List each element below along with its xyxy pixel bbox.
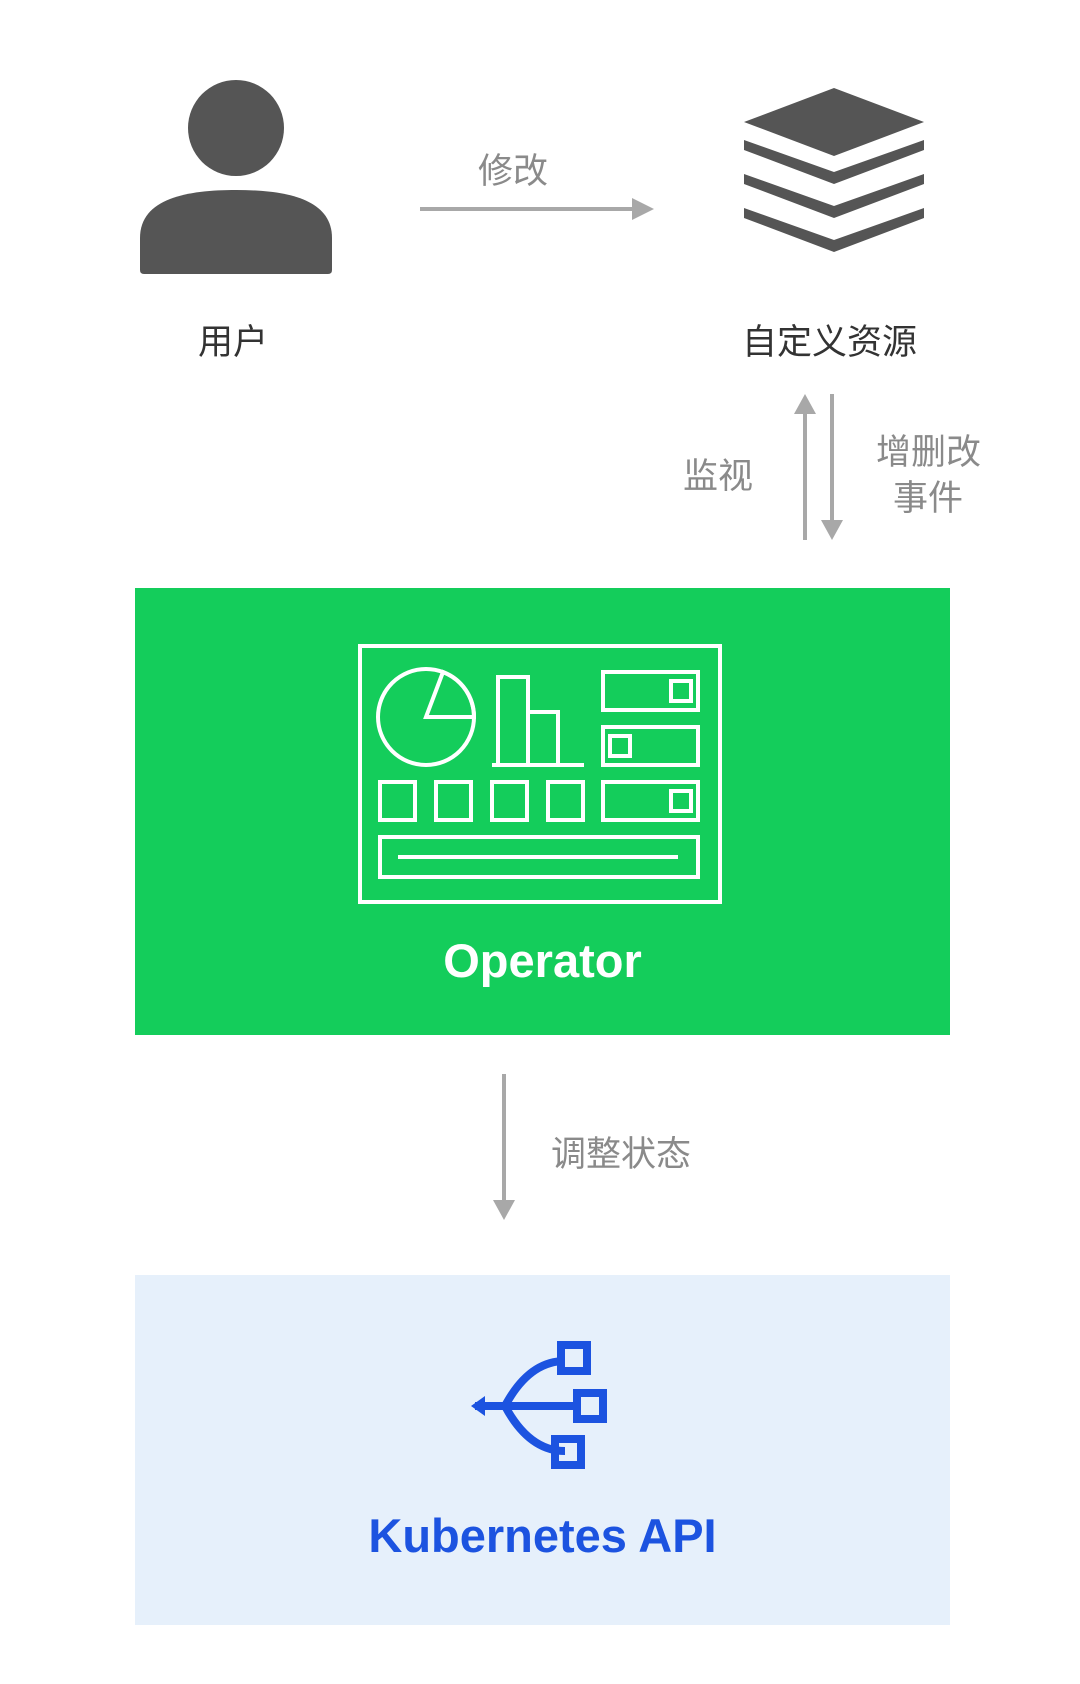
crud-label-line2: 事件 — [893, 479, 964, 519]
reconcile-label: 调整状态 — [551, 1135, 692, 1175]
kubernetes-api-title: Kubernetes API — [368, 1509, 717, 1562]
operator-title: Operator — [443, 934, 642, 987]
layers-icon — [744, 88, 924, 252]
reconcile-arrow — [493, 1074, 515, 1220]
watch-label: 监视 — [683, 457, 754, 497]
user-label: 用户 — [198, 323, 269, 363]
operator-box: Operator — [135, 588, 950, 1035]
kubernetes-api-box: Kubernetes API — [135, 1275, 950, 1625]
crud-label-line1: 增删改 — [876, 433, 982, 473]
dashboard-icon — [358, 644, 722, 904]
user-icon — [140, 80, 332, 274]
custom-resource-label: 自定义资源 — [742, 323, 918, 363]
modify-label: 修改 — [478, 152, 549, 192]
watch-arrow-up — [794, 394, 816, 540]
events-arrow-down — [821, 394, 843, 540]
modify-arrow — [420, 198, 654, 220]
api-tree-icon — [471, 1341, 607, 1469]
